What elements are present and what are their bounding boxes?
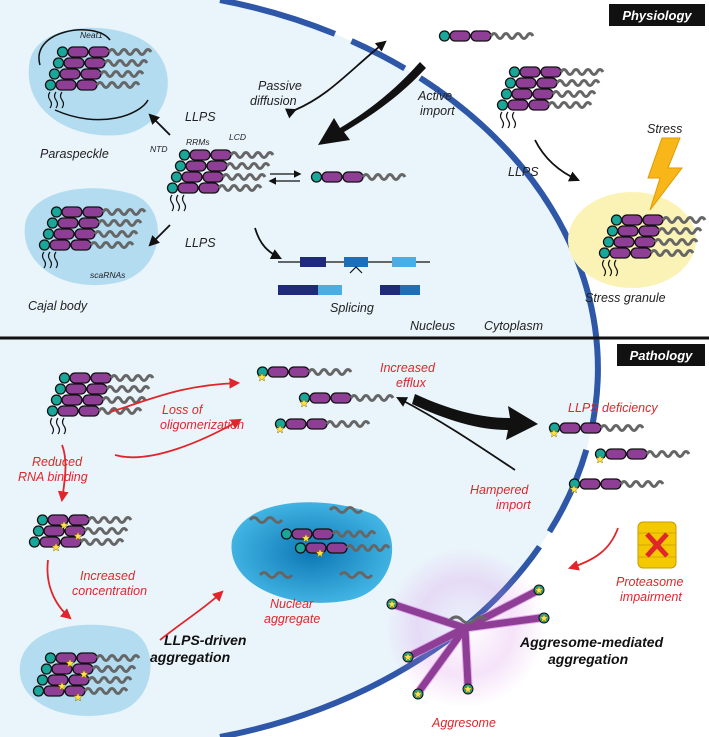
ntd-label: NTD — [150, 144, 167, 154]
increased-conc-label-2: concentration — [72, 584, 147, 598]
hampered-label-1: Hampered — [470, 483, 529, 497]
llps-deficiency-label: LLPS deficiency — [568, 401, 658, 415]
llps-droplet — [19, 624, 151, 716]
cytoplasm-label: Cytoplasm — [484, 319, 543, 333]
lcd-label: LCD — [229, 132, 246, 142]
paraspeckle-label: Paraspeckle — [40, 147, 109, 161]
increased-efflux-label-1: Increased — [380, 361, 436, 375]
proteasome-label-1: Proteasome — [616, 575, 683, 589]
physiology-header: Physiology — [609, 4, 705, 26]
central-oligomer: NTD RRMs LCD — [150, 132, 273, 211]
stress-granule-label: Stress granule — [585, 291, 666, 305]
nuclear-aggregate-label-1: Nuclear — [270, 597, 314, 611]
cajal-body-label: Cajal body — [28, 299, 88, 313]
active-label-2: import — [420, 104, 455, 118]
rrms-label: RRMs — [186, 137, 210, 147]
reduced-rna-label-2: RNA binding — [18, 470, 88, 484]
hampered-label-2: import — [496, 498, 531, 512]
paraspeckle: Neat1 — [28, 27, 168, 136]
aggresome-mediated-label-2: aggregation — [548, 651, 628, 667]
nuclear-aggregate — [231, 502, 393, 603]
llps-label-lower: LLPS — [185, 236, 216, 250]
cajal-body: scaRNAs — [24, 188, 158, 286]
cyto-oligomer — [498, 67, 604, 128]
splicing-label: Splicing — [330, 301, 374, 315]
svg-text:Pathology: Pathology — [630, 348, 694, 363]
active-label-1: Active — [417, 89, 452, 103]
increased-conc-label-1: Increased — [80, 569, 136, 583]
nucleus-label: Nucleus — [410, 319, 455, 333]
loss-oligo-label-1: Loss of — [162, 403, 204, 417]
increased-efflux-label-2: efflux — [396, 376, 427, 390]
passive-label-2: diffusion — [250, 94, 297, 108]
loss-oligo-label-2: oligomerization — [160, 418, 244, 432]
nuclear-aggregate-label-2: aggregate — [264, 612, 320, 626]
llps-driven-label-2: aggregation — [150, 649, 230, 665]
cyto-monomer — [438, 29, 535, 43]
proteasome-icon — [637, 521, 677, 569]
reduced-rna-label-1: Reduced — [32, 455, 83, 469]
passive-label-1: Passive — [258, 79, 302, 93]
splicing-diagram — [278, 257, 430, 295]
aggresome-label: Aggresome — [431, 716, 496, 730]
active-import-arrow — [318, 62, 426, 145]
llps-label-upper: LLPS — [185, 110, 216, 124]
aggresome-mediated-label-1: Aggresome-mediated — [519, 634, 664, 650]
llps-driven-label-1: LLPS-driven — [164, 632, 246, 648]
scarnas-label: scaRNAs — [90, 270, 126, 280]
aggresome — [385, 548, 550, 708]
stress-granule — [568, 192, 705, 288]
svg-text:Physiology: Physiology — [622, 8, 692, 23]
stress-bolt-icon — [647, 137, 684, 211]
pathology-header: Pathology — [617, 344, 705, 366]
neat1-label: Neat1 — [80, 30, 103, 40]
efflux-arrow — [412, 394, 538, 440]
proteasome-label-2: impairment — [620, 590, 682, 604]
stress-label: Stress — [647, 122, 682, 136]
llps-label-cyto: LLPS — [508, 165, 539, 179]
